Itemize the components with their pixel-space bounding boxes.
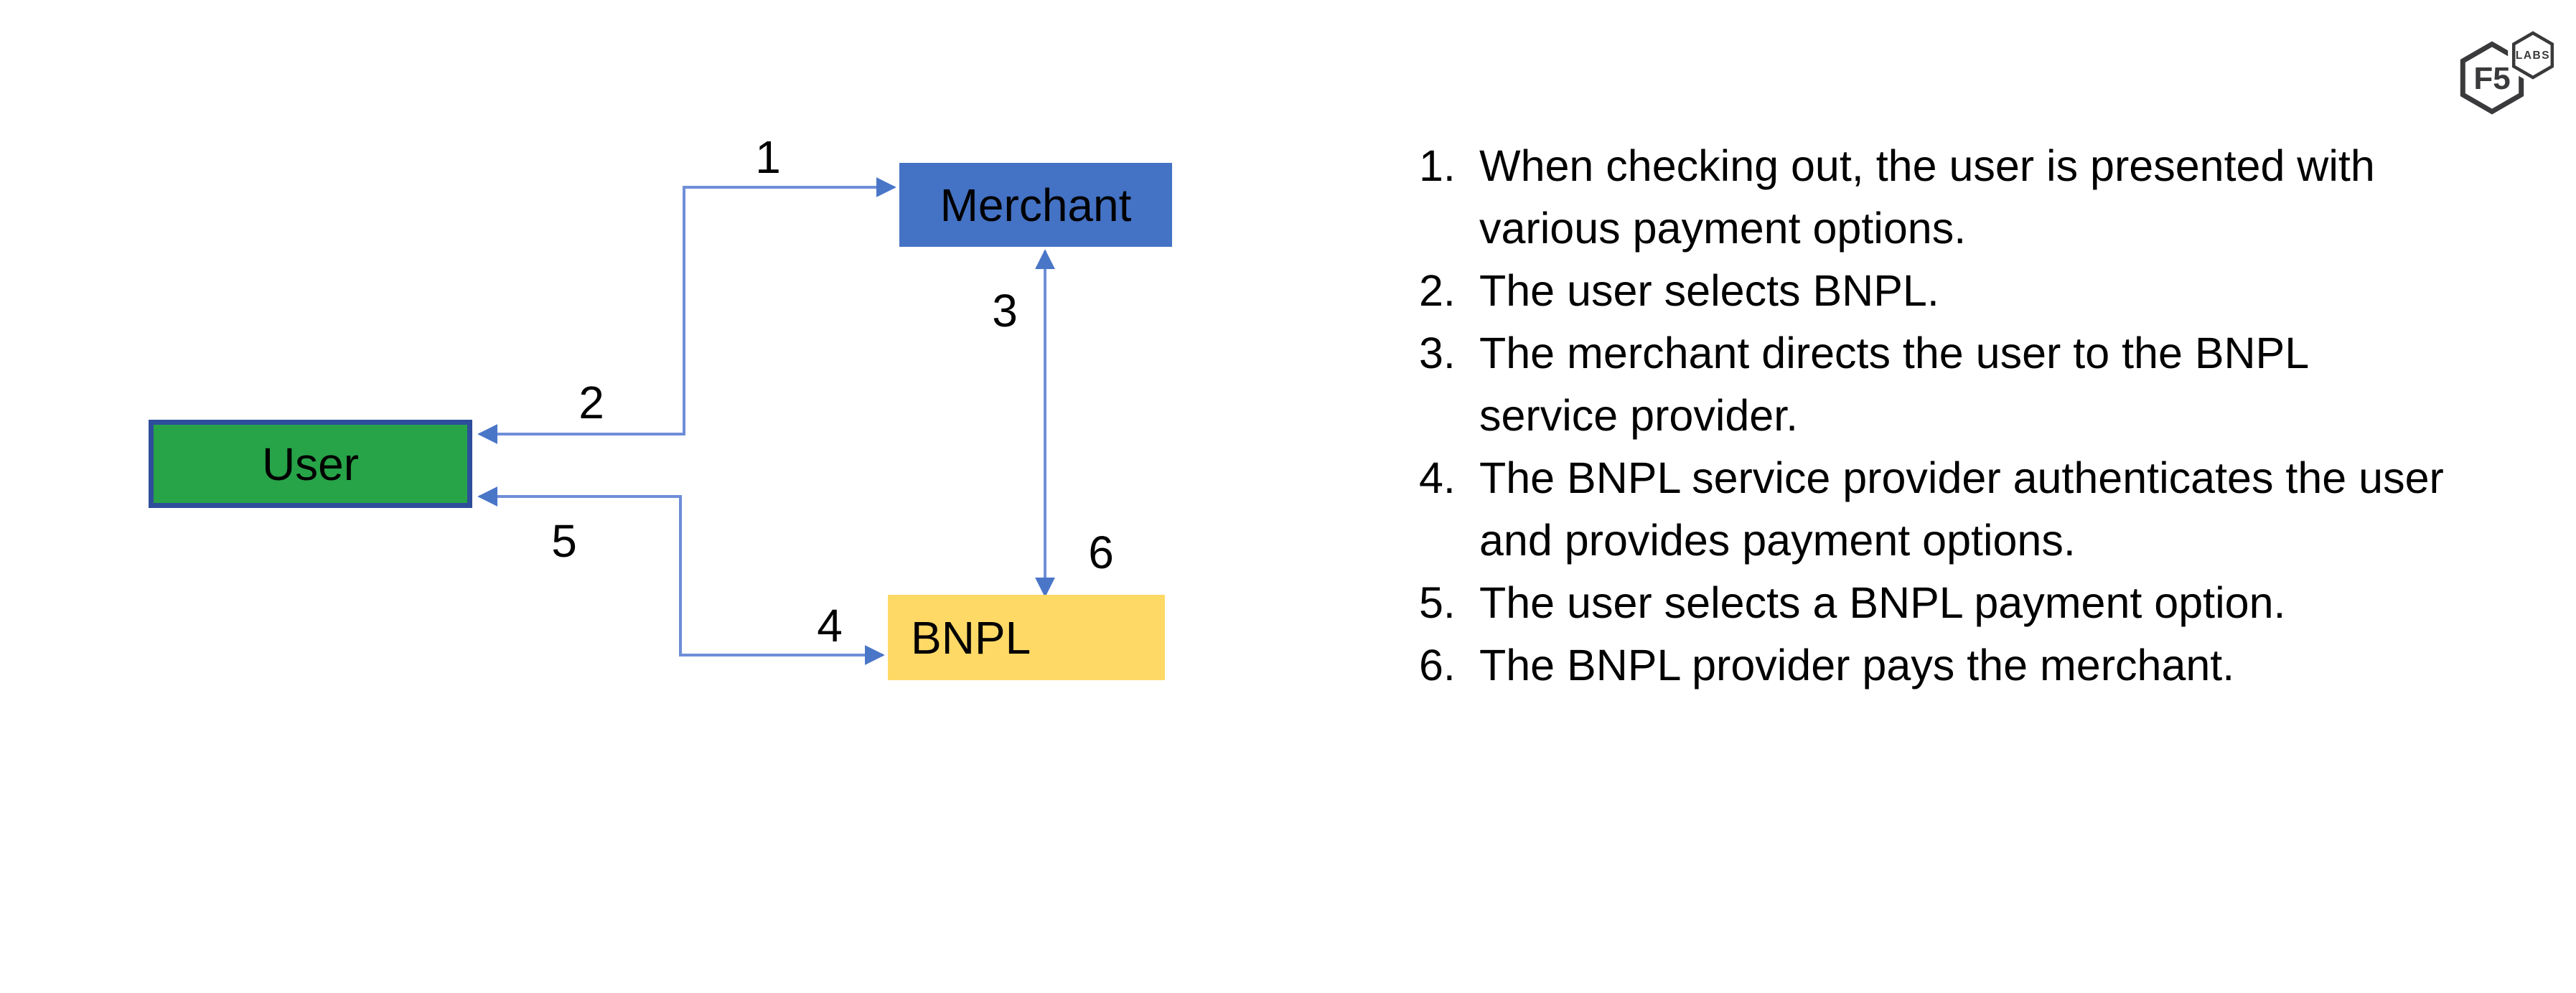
list-item: 5. The user selects a BNPL payment optio… [1419, 572, 2560, 634]
bnpl-node-label: BNPL [911, 611, 1031, 664]
connector-label-4: 4 [817, 600, 843, 651]
step-text: The BNPL provider pays the merchant. [1479, 641, 2235, 690]
step-text: The user selects BNPL. [1479, 266, 1939, 315]
user-node: User [149, 420, 472, 508]
step-number: 2. [1419, 266, 1456, 315]
step-text: The BNPL service provider authenticates … [1479, 453, 2444, 565]
step-text: When checking out, the user is presented… [1479, 141, 2375, 253]
list-item: 2. The user selects BNPL. [1419, 260, 2560, 322]
step-text: The user selects a BNPL payment option. [1479, 578, 2286, 627]
connector-label-2: 2 [579, 377, 604, 428]
list-item: 1. When checking out, the user is presen… [1419, 135, 2560, 260]
logo-sub-text: LABS [2516, 50, 2550, 62]
connector-label-6: 6 [1088, 527, 1114, 578]
user-node-label: User [261, 438, 360, 490]
arrow-4-to-bnpl [679, 495, 885, 665]
step-number: 3. [1419, 329, 1456, 377]
merchant-node: Merchant [899, 163, 1172, 247]
step-number: 5. [1419, 578, 1456, 627]
step-number: 6. [1419, 641, 1456, 690]
f5-labs-logo: F5 LABS [2460, 26, 2558, 115]
connector-label-3: 3 [992, 285, 1018, 337]
list-item: 4. The BNPL service provider authenticat… [1419, 447, 2560, 572]
list-item: 3. The merchant directs the user to the … [1419, 322, 2560, 447]
step-number: 1. [1419, 141, 1456, 190]
merchant-node-label: Merchant [940, 179, 1132, 231]
list-item: 6. The BNPL provider pays the merchant. [1419, 634, 2560, 697]
logo-hexagon-small [2511, 31, 2554, 80]
connector-label-1: 1 [755, 131, 781, 183]
steps-list: 1. When checking out, the user is presen… [1419, 135, 2560, 697]
connector-label-5: 5 [551, 515, 577, 567]
step-number: 4. [1419, 453, 1456, 502]
logo-brand-text: F5 [2473, 61, 2510, 96]
bnpl-node: BNPL [888, 595, 1165, 680]
arrow-1-to-merchant [683, 177, 896, 436]
step-text: The merchant directs the user to the BNP… [1479, 329, 2310, 440]
